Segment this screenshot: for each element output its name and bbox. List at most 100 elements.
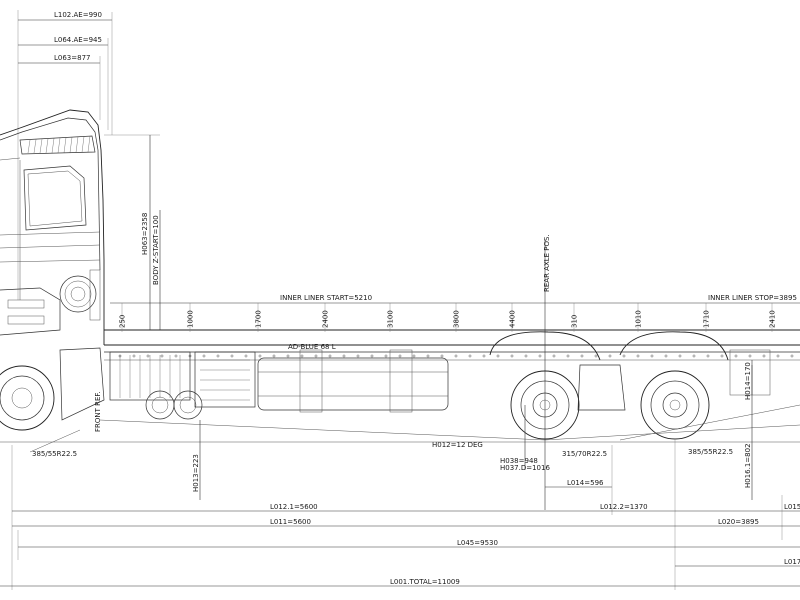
frame-bolt-hole xyxy=(454,354,458,358)
liner-tick-right: 1710 xyxy=(703,310,711,328)
truck-cab xyxy=(0,109,105,345)
liner-tick-left: 3800 xyxy=(453,310,461,328)
dim-l001-total: L001.TOTAL=11009 xyxy=(390,578,460,586)
frame-bolt-hole xyxy=(566,354,570,358)
liner-tick-right: 310 xyxy=(571,315,579,328)
frame-bolt-hole xyxy=(580,354,584,358)
dim-h013: H013=223 xyxy=(192,454,200,492)
dim-l102: L102.AE=990 xyxy=(54,11,102,19)
tire-drive: 315/70R22.5 xyxy=(562,450,607,458)
liner-tick-left: 1700 xyxy=(255,310,263,328)
top-dimension-group: L102.AE=990 L064.AE=945 L063=877 xyxy=(17,10,113,300)
frame-bolt-hole xyxy=(258,354,262,358)
liner-tick-left: 2400 xyxy=(322,310,330,328)
frame-bolt-hole xyxy=(272,354,276,358)
cab-vertical-dims: H063=2358 BODY Z-START=100 xyxy=(104,134,161,330)
frame-bolt-hole xyxy=(524,354,528,358)
frame-bolt-hole xyxy=(160,354,164,358)
frame-bolt-hole xyxy=(328,354,332,358)
frame-bolt-hole xyxy=(300,354,304,358)
frame-bolt-hole xyxy=(636,354,640,358)
label-adblue: AD-BLUE 68 L xyxy=(288,343,336,351)
frame-bolt-hole xyxy=(216,354,220,358)
frame-bolt-hole xyxy=(510,354,514,358)
frame-bolt-hole xyxy=(706,354,710,358)
dim-h038: H038=948 xyxy=(500,457,538,465)
dim-l015: L015 xyxy=(784,503,800,511)
frame-bolt-hole xyxy=(440,354,444,358)
frame-bolt-hole xyxy=(244,354,248,358)
label-inner-liner-stop: INNER LINER STOP=3895 xyxy=(708,294,797,302)
label-front-ref: FRONT REF. xyxy=(94,391,102,432)
dim-h037: H037.D=1016 xyxy=(500,464,550,472)
frame-bolt-hole xyxy=(678,354,682,358)
dim-l012-1: L012.1=5600 xyxy=(270,503,318,511)
frame-bolt-hole xyxy=(468,354,472,358)
frame-bolt-hole xyxy=(664,354,668,358)
axle-heights: H038=948 H037.D=1016 xyxy=(500,405,550,472)
dim-l045: L045=9530 xyxy=(457,539,498,547)
frame-bolt-hole xyxy=(398,354,402,358)
rear-axle-reference: REAR AXLE POS. xyxy=(543,234,551,510)
frame-bolt-hole xyxy=(384,354,388,358)
liner-tick-left: 3100 xyxy=(387,310,395,328)
frame-bolt-hole xyxy=(622,354,626,358)
dim-l011: L011=5600 xyxy=(270,518,311,526)
frame-bolt-hole xyxy=(790,354,794,358)
frame-bolt-hole xyxy=(314,354,318,358)
liner-tick-right: 1010 xyxy=(635,310,643,328)
dim-l014: L014=596 xyxy=(567,479,604,487)
frame-bolt-hole xyxy=(594,354,598,358)
bottom-dimensions: L014=596 L012.1=5600 L012.2=1370 L015 L0… xyxy=(0,440,800,590)
tire-labels: 385/55R22.5 315/70R22.5 385/55R22.5 xyxy=(29,429,733,458)
frame-bolt-hole xyxy=(370,354,374,358)
frame-bolt-hole xyxy=(356,354,360,358)
inner-liner-dims: INNER LINER START=5210 INNER LINER STOP=… xyxy=(110,294,800,332)
lower-vertical-dims: H013=223 H016.1=802 H014=170 xyxy=(192,360,753,500)
frame-bolt-hole xyxy=(552,354,556,358)
frame-bolt-hole xyxy=(762,354,766,358)
dim-h016: H016.1=802 xyxy=(744,443,752,488)
tire-front: 385/55R22.5 xyxy=(32,450,77,458)
dim-l064: L064.AE=945 xyxy=(54,36,102,44)
frame-bolt-hole xyxy=(230,354,234,358)
frame-bolt-hole xyxy=(734,354,738,358)
chassis-frame xyxy=(104,329,800,361)
frame-bolt-hole xyxy=(482,354,486,358)
label-h012: H012=12 DEG xyxy=(432,441,483,449)
frame-bolt-hole xyxy=(146,354,150,358)
dim-l012-2: L012.2=1370 xyxy=(600,503,648,511)
label-inner-liner-start: INNER LINER START=5210 xyxy=(280,294,372,302)
label-rear-axle-pos: REAR AXLE POS. xyxy=(543,234,551,292)
dim-h063: H063=2358 xyxy=(141,213,149,255)
frame-bolt-hole xyxy=(426,354,430,358)
dim-l020: L020=3895 xyxy=(718,518,759,526)
frame-bolt-hole xyxy=(692,354,696,358)
tire-tag: 385/55R22.5 xyxy=(688,448,733,456)
dim-l063: L063=877 xyxy=(54,54,91,62)
dim-h014: H014=170 xyxy=(744,362,752,400)
dim-body-z-start: BODY Z-START=100 xyxy=(152,215,160,285)
liner-tick-right: 2410 xyxy=(769,310,777,328)
frame-bolt-hole xyxy=(650,354,654,358)
frame-bolt-hole xyxy=(132,354,136,358)
drive-axles xyxy=(489,331,771,440)
liner-tick-left: 250 xyxy=(119,315,127,328)
frame-bolt-hole xyxy=(412,354,416,358)
frame-bolt-hole xyxy=(776,354,780,358)
frame-bolt-hole xyxy=(202,354,206,358)
liner-tick-left: 1000 xyxy=(187,310,195,328)
frame-bolt-hole xyxy=(174,354,178,358)
frame-bolt-hole xyxy=(286,354,290,358)
frame-bolt-hole xyxy=(748,354,752,358)
frame-bolt-hole xyxy=(496,354,500,358)
frame-bolt-hole xyxy=(608,354,612,358)
frame-bolt-hole xyxy=(538,354,542,358)
frame-bolt-hole xyxy=(342,354,346,358)
liner-tick-left: 4400 xyxy=(509,310,517,328)
dim-l017: L017 xyxy=(784,558,800,566)
frame-bolt-hole xyxy=(720,354,724,358)
ground-lines: H012=12 DEG xyxy=(0,404,800,449)
chassis-components: AD-BLUE 68 L FRONT REF. xyxy=(0,343,449,432)
